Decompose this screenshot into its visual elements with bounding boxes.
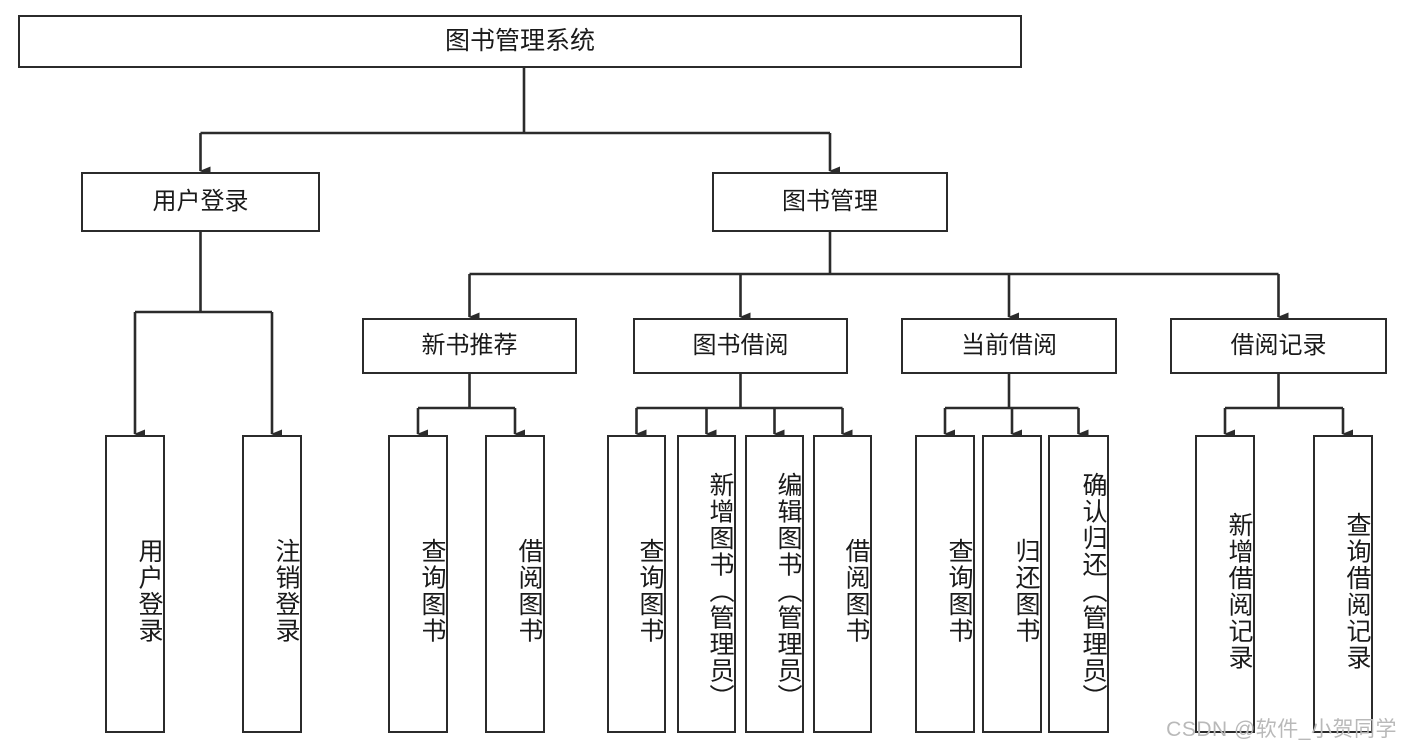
node-leaf-add-record[interactable]: 新增借阅记录 <box>1195 435 1255 733</box>
node-new-book-rec[interactable]: 新书推荐 <box>362 318 577 374</box>
node-label: 新书推荐 <box>421 332 518 360</box>
node-label: 借阅图书 <box>842 538 870 644</box>
node-label: 编辑图书（管理员） <box>774 471 802 711</box>
node-leaf-query-book-2[interactable]: 查询图书 <box>607 435 666 733</box>
node-label: 新增借阅记录 <box>1225 511 1253 671</box>
node-user-login[interactable]: 用户登录 <box>81 172 320 232</box>
node-leaf-borrow-book-1[interactable]: 借阅图书 <box>485 435 545 733</box>
node-label: 借阅图书 <box>515 538 543 644</box>
node-label: 用户登录 <box>152 188 249 216</box>
node-label: 查询图书 <box>945 538 973 644</box>
node-leaf-query-book-1[interactable]: 查询图书 <box>388 435 448 733</box>
node-label: 查询图书 <box>418 538 446 644</box>
node-book-borrow[interactable]: 图书借阅 <box>633 318 848 374</box>
node-leaf-logout[interactable]: 注销登录 <box>242 435 302 733</box>
node-leaf-return-book[interactable]: 归还图书 <box>982 435 1042 733</box>
node-label: 查询借阅记录 <box>1343 511 1371 671</box>
node-leaf-confirm-return[interactable]: 确认归还（管理员） <box>1048 435 1109 733</box>
node-leaf-borrow-book-2[interactable]: 借阅图书 <box>813 435 872 733</box>
node-label: 当前借阅 <box>961 332 1057 360</box>
node-label: 图书管理 <box>782 188 878 216</box>
node-label: 确认归还（管理员） <box>1079 471 1107 711</box>
node-label: 归还图书 <box>1012 538 1040 644</box>
node-root-system[interactable]: 图书管理系统 <box>18 15 1022 68</box>
node-label: 借阅记录 <box>1230 332 1327 360</box>
node-label: 新增图书（管理员） <box>706 471 734 711</box>
node-label: 查询图书 <box>636 538 664 644</box>
node-label: 注销登录 <box>272 538 300 644</box>
node-current-borrow[interactable]: 当前借阅 <box>901 318 1117 374</box>
node-leaf-edit-book[interactable]: 编辑图书（管理员） <box>745 435 804 733</box>
node-label: 图书借阅 <box>692 332 789 360</box>
node-leaf-query-book-3[interactable]: 查询图书 <box>915 435 975 733</box>
node-leaf-user-login[interactable]: 用户登录 <box>105 435 165 733</box>
node-leaf-add-book[interactable]: 新增图书（管理员） <box>677 435 736 733</box>
node-label: 图书管理系统 <box>444 27 595 56</box>
node-label: 用户登录 <box>135 538 163 644</box>
node-book-manage[interactable]: 图书管理 <box>712 172 948 232</box>
watermark-label: CSDN @软件_小贺同学 <box>1166 718 1397 741</box>
node-borrow-record[interactable]: 借阅记录 <box>1170 318 1387 374</box>
node-leaf-query-record[interactable]: 查询借阅记录 <box>1313 435 1373 733</box>
